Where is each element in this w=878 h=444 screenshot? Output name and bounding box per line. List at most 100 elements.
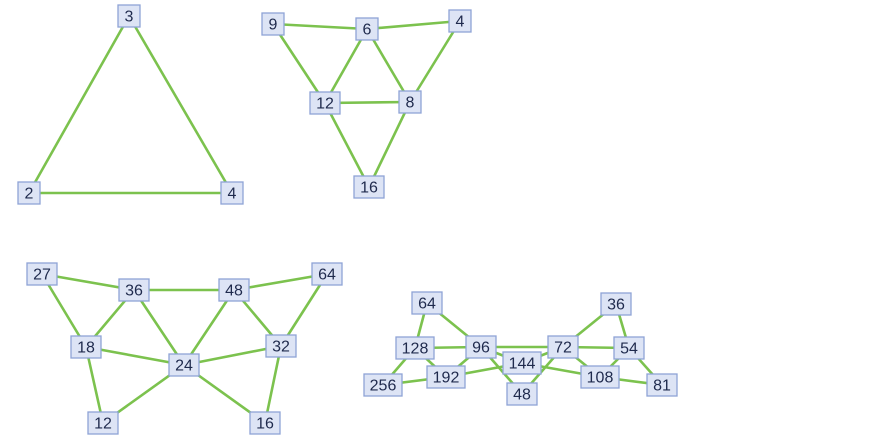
edge-b8-b16 (367, 100, 412, 189)
node-box (17, 181, 41, 205)
node-box (218, 278, 250, 302)
node-box (646, 373, 678, 397)
node-label: 48 (513, 387, 531, 404)
node-box (118, 278, 150, 302)
node-c48: 48 (218, 278, 250, 302)
node-label: 4 (228, 186, 237, 203)
node-label: 192 (433, 370, 460, 387)
node-label: 64 (418, 296, 436, 313)
node-box (547, 335, 579, 359)
node-box (220, 181, 244, 205)
edge-c48-c24 (182, 288, 236, 367)
edge-c27-c18 (40, 272, 88, 349)
graph-b-edges (271, 19, 462, 189)
node-box (353, 175, 385, 199)
edge-a3-a4 (127, 14, 234, 195)
node-box (448, 9, 472, 33)
node-label: 54 (620, 341, 638, 358)
node-box (265, 334, 297, 358)
edge-a3-a2 (27, 14, 131, 195)
node-label: 32 (272, 339, 290, 356)
node-label: 4 (456, 14, 465, 31)
edge-b6-b8 (365, 27, 412, 104)
node-box (395, 336, 435, 360)
node-box (311, 262, 343, 286)
node-d96: 96 (465, 335, 497, 359)
node-label: 108 (587, 370, 614, 387)
node-d72: 72 (547, 335, 579, 359)
edge-b6-b12 (323, 27, 369, 105)
node-label: 64 (318, 267, 336, 284)
node-box (580, 365, 620, 389)
node-b16: 16 (353, 175, 385, 199)
graph-d-nodes: 64 36 128 96 72 54 144 256 192 108 81 48 (363, 291, 678, 406)
node-b12: 12 (309, 91, 341, 115)
node-a4: 4 (220, 181, 244, 205)
node-label: 8 (406, 95, 415, 112)
node-label: 144 (509, 356, 536, 373)
node-a2: 2 (17, 181, 41, 205)
edge-c24-c32 (182, 344, 283, 367)
node-b8: 8 (398, 90, 422, 114)
node-d192: 192 (426, 365, 466, 389)
node-label: 36 (607, 297, 625, 314)
node-box (426, 365, 466, 389)
node-c12: 12 (87, 411, 119, 435)
node-box (249, 411, 281, 435)
edge-b9-b12 (271, 22, 327, 105)
node-box (87, 411, 119, 435)
graph-b-nodes: 9 6 4 12 8 16 (261, 9, 472, 199)
node-label: 2 (25, 186, 34, 203)
node-label: 36 (125, 283, 143, 300)
node-box (411, 291, 443, 315)
node-box (309, 91, 341, 115)
node-d128: 128 (395, 336, 435, 360)
node-label: 9 (269, 17, 278, 34)
node-label: 72 (554, 340, 572, 357)
node-d54: 54 (613, 336, 645, 360)
edge-b4-b8 (408, 19, 462, 104)
node-d256: 256 (363, 373, 403, 397)
node-d144: 144 (502, 351, 542, 375)
node-label: 12 (316, 96, 334, 113)
node-box (168, 353, 200, 377)
node-box (398, 90, 422, 114)
node-c64: 64 (311, 262, 343, 286)
node-label: 27 (33, 267, 51, 284)
edge-c18-c12 (84, 345, 105, 425)
edge-c36-c24 (132, 288, 186, 367)
node-label: 96 (472, 340, 490, 357)
edge-c32-c16 (263, 344, 283, 425)
node-box (613, 336, 645, 360)
node-label: 81 (653, 378, 671, 395)
node-box (363, 373, 403, 397)
node-box (117, 4, 141, 28)
node-label: 24 (175, 358, 193, 375)
edge-b12-b16 (323, 101, 371, 189)
node-label: 128 (402, 341, 429, 358)
edge-b6-b4 (365, 19, 462, 31)
edge-c18-c24 (84, 345, 186, 367)
node-b9: 9 (261, 12, 285, 36)
node-box (502, 351, 542, 375)
node-c36: 36 (118, 278, 150, 302)
node-label: 16 (360, 180, 378, 197)
node-b6: 6 (355, 17, 379, 41)
graph-c-nodes: 27 36 48 64 18 24 32 12 16 (26, 262, 343, 435)
node-box (465, 335, 497, 359)
graph-a-edges (27, 14, 234, 195)
node-d64: 64 (411, 291, 443, 315)
node-b4: 4 (448, 9, 472, 33)
node-box (355, 17, 379, 41)
node-box (600, 292, 632, 316)
node-label: 12 (94, 416, 112, 433)
node-c16: 16 (249, 411, 281, 435)
node-c18: 18 (70, 335, 102, 359)
node-label: 6 (363, 22, 372, 39)
node-c27: 27 (26, 262, 58, 286)
node-label: 48 (225, 283, 243, 300)
node-box (70, 335, 102, 359)
node-c24: 24 (168, 353, 200, 377)
